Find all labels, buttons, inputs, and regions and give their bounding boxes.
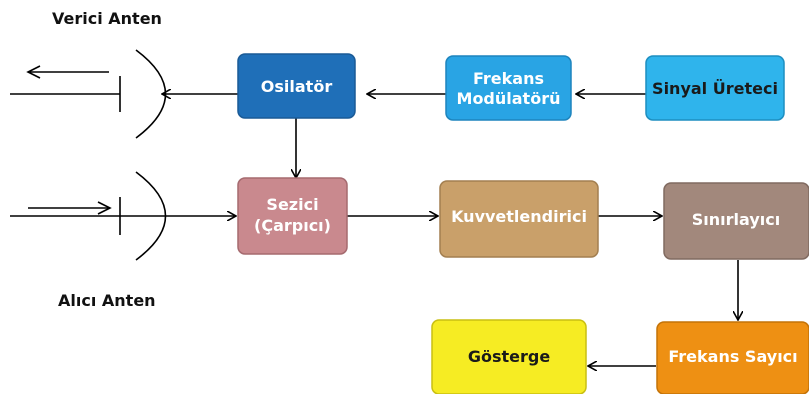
limiter-box [663, 182, 809, 260]
receive-direction-arrow [28, 201, 112, 215]
connections [120, 94, 738, 366]
oscillator-label: Osilatör [261, 77, 333, 96]
frequency-modulator-label-line1: Frekans [473, 69, 544, 88]
signal-generator-label: Sinyal Üreteci [652, 79, 778, 98]
frequency-counter-label: Frekans Sayıcı [668, 347, 797, 366]
signal-generator-box [645, 55, 785, 121]
detector-label-line1: Sezici [266, 195, 318, 214]
transmit-antenna-icon [10, 49, 167, 139]
display-box [431, 319, 587, 394]
frequency-counter-block: Frekans Sayıcı [656, 321, 809, 394]
amplifier-box [439, 180, 599, 258]
detector-label-line2: (Çarpıcı) [254, 216, 331, 235]
oscillator-block: Osilatör [237, 53, 356, 119]
transmit-direction-arrow [26, 65, 109, 79]
amplifier-label: Kuvvetlendirici [451, 207, 587, 226]
transmit-antenna-label: Verici Anten [52, 9, 162, 28]
detector-box [237, 177, 348, 255]
frequency-counter-box [656, 321, 809, 394]
amplifier-block: Kuvvetlendirici [439, 180, 599, 258]
oscillator-box [237, 53, 356, 119]
receive-antenna-label: Alıcı Anten [58, 291, 156, 310]
detector-block: Sezici (Çarpıcı) [237, 177, 348, 255]
limiter-block: Sınırlayıcı [663, 182, 809, 260]
display-label: Gösterge [468, 347, 550, 366]
frequency-modulator-label-line2: Modülatörü [457, 89, 561, 108]
frequency-modulator-block: Frekans Modülatörü [445, 55, 572, 121]
display-block: Gösterge [431, 319, 587, 394]
signal-generator-block: Sinyal Üreteci [645, 55, 785, 121]
frequency-modulator-box [445, 55, 572, 121]
limiter-label: Sınırlayıcı [692, 210, 780, 229]
